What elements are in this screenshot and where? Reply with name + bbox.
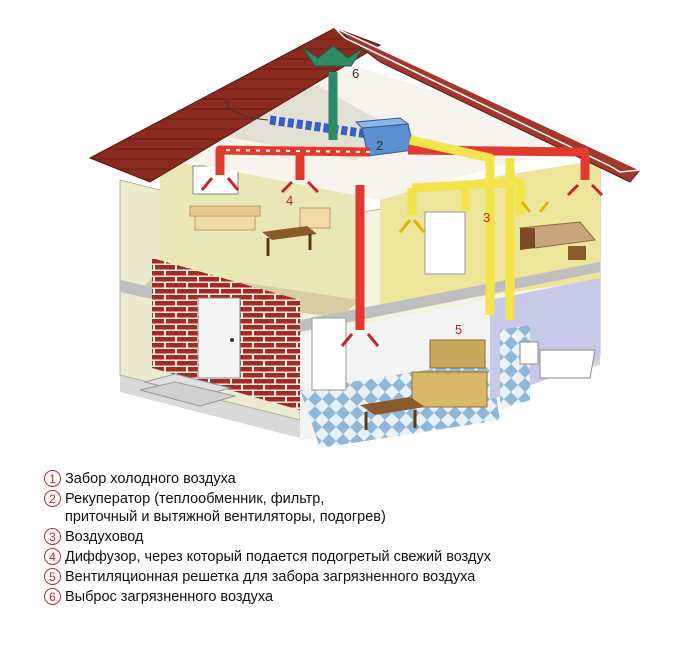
callout-4: 4 [286, 193, 293, 208]
callout-6: 6 [352, 66, 359, 81]
roof [88, 27, 643, 183]
diffuser-arrows [200, 177, 604, 347]
legend-number: 3 [44, 528, 61, 545]
house-ventilation-illustration: 1 2 3 4 5 6 [88, 27, 643, 448]
roof-fan-cap-icon [302, 45, 364, 67]
legend-item: 3 Воздуховод [44, 528, 664, 546]
ground-floor-bathroom [490, 278, 600, 410]
legend-item: 5 Вентиляционная решетка для забора загр… [44, 568, 664, 586]
toilet-icon [519, 341, 539, 365]
callout-1: 1 [224, 98, 231, 113]
callouts: 1 2 3 4 5 6 [224, 66, 490, 337]
legend-text: Забор холодного воздуха [65, 471, 236, 487]
legend-number: 1 [44, 470, 61, 487]
entrance-door [197, 297, 241, 379]
legend-number: 2 [44, 490, 61, 507]
legend-item: 6 Выброс загрязненного воздуха [44, 588, 664, 606]
legend-text: Рекуператор (теплообменник, фильтр, прит… [65, 491, 386, 525]
exhaust-duct [407, 135, 525, 320]
coffee-table-icon [262, 226, 317, 240]
legend-text: Воздуховод [65, 529, 144, 545]
legend-text: Выброс загрязненного воздуха [65, 589, 274, 605]
legend-number: 4 [44, 548, 61, 565]
bathtub-icon [539, 349, 596, 379]
legend-number: 5 [44, 568, 61, 585]
callout-3: 3 [483, 210, 490, 225]
dining-table-icon [360, 397, 425, 415]
door-ground [311, 317, 347, 391]
kitchen-counter-icon [411, 371, 488, 408]
legend-number: 6 [44, 588, 61, 605]
ground-floor-kitchen [300, 300, 500, 448]
nightstand-icon [568, 246, 586, 260]
recuperator-unit [354, 117, 415, 157]
legend: 1 Забор холодного воздуха 2 Рекуператор … [44, 470, 664, 608]
kitchen-cabinet-icon [429, 339, 486, 369]
legend-text: Диффузор, через который подается подогре… [65, 549, 491, 565]
legend-item: 4 Диффузор, через который подается подог… [44, 548, 664, 566]
armchair-icon [299, 207, 331, 229]
house-base [120, 350, 600, 438]
ventilation-ducts [215, 45, 590, 330]
door-upper [424, 211, 466, 275]
legend-text: Вентиляционная решетка для забора загряз… [65, 569, 476, 585]
callout-2: 2 [376, 138, 383, 153]
ground-floor-hall [139, 258, 300, 410]
legend-item: 1 Забор холодного воздуха [44, 470, 664, 488]
legend-item: 2 Рекуператор (теплообменник, фильтр, пр… [44, 490, 664, 526]
callout-5: 5 [455, 322, 462, 337]
upper-left-room [140, 160, 360, 318]
